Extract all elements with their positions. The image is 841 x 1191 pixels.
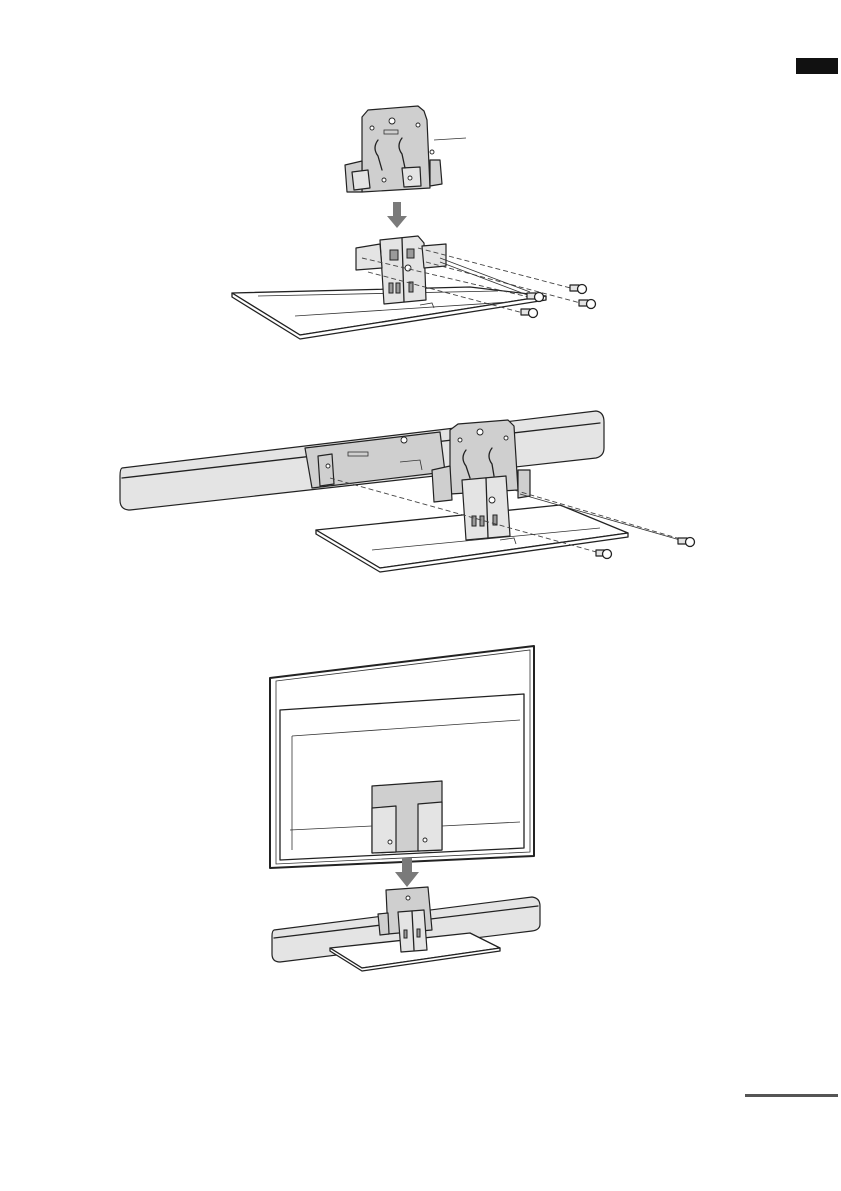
tv-back-panel [270,646,534,868]
continued-page-rule [745,1094,838,1097]
